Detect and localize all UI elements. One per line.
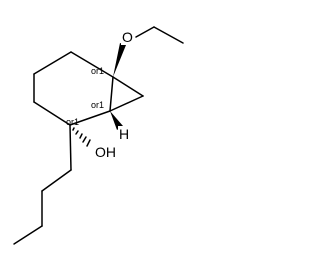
bond-c6-c1 [109, 76, 114, 112]
wedge-bond-c1-o [113, 43, 126, 77]
stereo-label-c2: or1 [66, 117, 79, 127]
hydroxyl-label: OH [95, 144, 116, 160]
bond-c7-c6 [109, 95, 144, 112]
stereo-label-c6: or1 [91, 100, 104, 110]
bond-chain-4 [13, 225, 43, 245]
bond-chain-1 [69, 124, 72, 171]
bond-ether-o-ch2 [135, 26, 155, 38]
molecule-diagram: O OH H or1 or1 or1 [13, 26, 184, 245]
ether-oxygen-label: O [122, 29, 133, 45]
atom-label-group: O OH H [94, 29, 135, 160]
bond-ch2-ch3 [153, 26, 184, 44]
bond-c4a-c3 [33, 51, 72, 75]
bond-group [13, 26, 184, 245]
bond-c1-c4a [70, 51, 114, 78]
hashed-bond-c5-oh [72, 127, 91, 147]
bond-c2-c5 [33, 101, 71, 126]
stereo-label-c1: or1 [91, 66, 104, 76]
structure-canvas: O OH H or1 or1 or1 [13, 26, 184, 245]
bond-chain-2 [41, 169, 72, 192]
stereo-label-group: or1 or1 or1 [66, 66, 104, 127]
stereo-bond-group [72, 43, 126, 147]
wedge-bond-c6-h [110, 111, 123, 130]
bridgehead-hydrogen-label: H [119, 126, 129, 142]
bond-c1-c7 [112, 76, 144, 97]
bond-c5-c6 [69, 110, 111, 126]
